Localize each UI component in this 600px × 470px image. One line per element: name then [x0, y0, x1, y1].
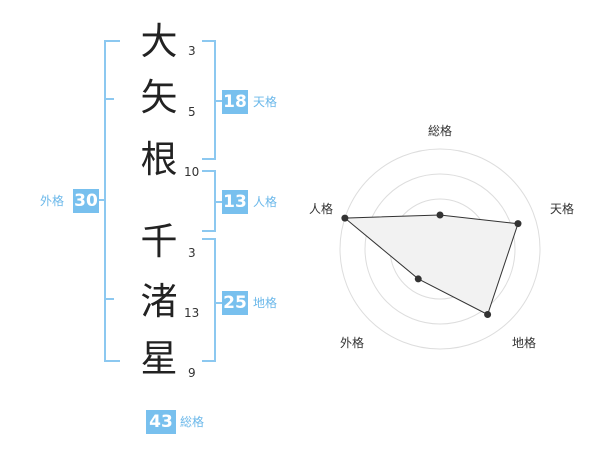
- radar-axis-label-jinkaku: 人格: [309, 202, 334, 216]
- chikaku-bracket: [202, 238, 216, 362]
- bracket-connector: [216, 201, 222, 203]
- radar-points: [341, 211, 522, 319]
- gaikaku-label: 外格: [40, 194, 65, 208]
- bracket-tick: [104, 98, 114, 100]
- gaikaku-value: 30: [73, 189, 99, 213]
- stroke-count-6: 9: [188, 366, 196, 380]
- bracket-tick: [104, 298, 114, 300]
- radar-ring: [364, 173, 516, 325]
- jinkaku-label: 人格: [253, 195, 278, 209]
- jinkaku-bracket: [202, 170, 216, 232]
- stroke-count-2: 5: [188, 105, 196, 119]
- tenkaku-label: 天格: [253, 95, 278, 109]
- radar-axis-label-soukaku: 総格: [428, 124, 453, 138]
- stroke-count-5: 13: [184, 306, 200, 320]
- chikaku-value: 25: [222, 291, 248, 315]
- name-char-4: 千: [140, 220, 178, 263]
- name-char-2: 矢: [140, 76, 178, 119]
- radar-polygon: [343, 214, 519, 316]
- radar-axis-label-gaikaku: 外格: [340, 336, 365, 350]
- radar-point: [514, 220, 522, 228]
- name-char-6: 星: [140, 337, 178, 380]
- radar-point: [484, 311, 492, 319]
- gaikaku-bracket: [104, 40, 120, 362]
- radar-point: [414, 275, 422, 283]
- soukaku-value: 43: [146, 410, 176, 434]
- name-char-3: 根: [140, 138, 178, 181]
- name-char-1: 大: [140, 20, 178, 63]
- tenkaku-value: 18: [222, 90, 248, 114]
- radar-axis-label-chikaku: 地格: [512, 336, 537, 350]
- radar-point: [436, 211, 444, 219]
- bracket-connector: [216, 302, 222, 304]
- radar-ring: [339, 148, 541, 350]
- name-char-5: 渚: [140, 280, 178, 323]
- soukaku-label: 総格: [180, 415, 205, 429]
- radar-point: [341, 214, 349, 222]
- stroke-count-4: 3: [188, 246, 196, 260]
- chikaku-label: 地格: [253, 296, 278, 310]
- stroke-count-3: 10: [184, 165, 200, 179]
- tenkaku-bracket: [202, 40, 216, 160]
- stroke-count-1: 3: [188, 44, 196, 58]
- radar-axis-label-tenkaku: 天格: [550, 202, 575, 216]
- bracket-connector: [216, 100, 222, 102]
- bracket-connector: [99, 199, 104, 201]
- jinkaku-value: 13: [222, 190, 248, 214]
